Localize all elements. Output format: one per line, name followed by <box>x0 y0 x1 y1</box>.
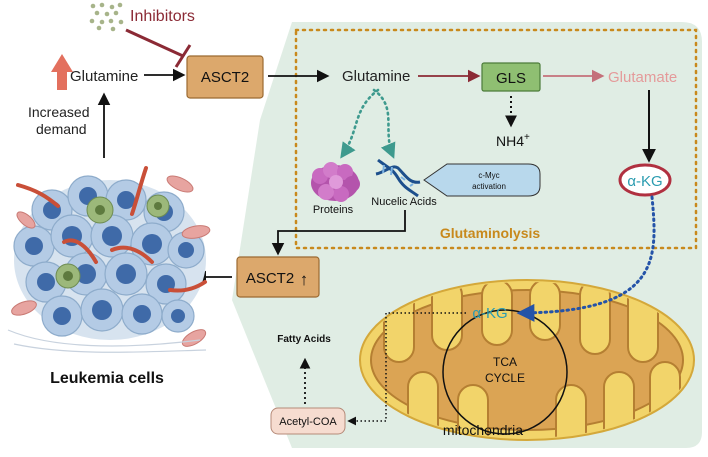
glutaminolysis-label: Glutaminolysis <box>440 225 541 241</box>
fatty-acids-label: Fatty Acids <box>277 334 331 345</box>
inhibitor-dots <box>89 2 124 32</box>
leukemia-cells-label: Leukemia cells <box>50 370 164 387</box>
nh4-superscript: + <box>524 132 530 143</box>
gls-label: GLS <box>496 70 526 87</box>
glutaminolysis-box <box>294 28 698 250</box>
tca-label: TCA <box>493 355 517 369</box>
arrow-nucleic-to-asct2 <box>271 210 406 256</box>
inhibitors-label: Inhibitors <box>130 8 195 25</box>
leukemia-cell-cluster-icon <box>7 166 211 353</box>
cmyc-label: c-Myc <box>478 171 499 180</box>
cycle-label: CYCLE <box>485 371 525 385</box>
protein-icon <box>311 162 360 202</box>
akg-mito-label: α-KG <box>472 305 507 322</box>
glutamine-left-label: Glutamine <box>70 68 138 85</box>
increased-label: Increased <box>28 104 89 120</box>
acetyl-coa-label: Acetyl-COA <box>279 416 337 428</box>
arrow-glutamine-to-nucleic <box>372 88 396 159</box>
nh4-label: NH4+ <box>496 132 530 149</box>
asct2-top-label: ASCT2 <box>201 69 249 86</box>
demand-label: demand <box>36 121 87 137</box>
inhibition-bar <box>174 44 192 68</box>
arrow-glutamine-to-proteins <box>340 88 380 159</box>
arrow-akg-to-mito <box>516 195 656 322</box>
nh4-text: NH4 <box>496 133 524 149</box>
asct2-bottom-up-arrow: ↑ <box>300 270 309 289</box>
akg-top-ring <box>618 163 672 197</box>
proteins-label: Proteins <box>313 204 354 216</box>
cmyc-box <box>423 163 541 197</box>
arrow-akg-to-acetyl <box>347 312 466 426</box>
mitochondrion <box>359 279 695 441</box>
asct2-bottom-label: ASCT2 <box>246 270 294 287</box>
mitochondria-label: mitochondria <box>443 422 523 438</box>
cmyc-activation-label: activation <box>472 182 506 191</box>
gls-box <box>481 62 541 92</box>
inhibition-line <box>125 28 184 58</box>
glutamine-right-label: Glutamine <box>342 68 410 85</box>
akg-top-label: α-KG <box>627 173 662 190</box>
dna-icon <box>375 158 421 198</box>
asct2-top-box <box>186 55 264 99</box>
acetyl-coa-box <box>270 407 346 435</box>
asct2-bottom-box <box>236 256 320 298</box>
nucleic-acids-label: Nucelic Acids <box>371 196 437 208</box>
tca-cycle-ring <box>442 309 568 435</box>
glutamate-label: Glutamate <box>608 69 677 86</box>
increase-up-arrow <box>51 54 73 90</box>
